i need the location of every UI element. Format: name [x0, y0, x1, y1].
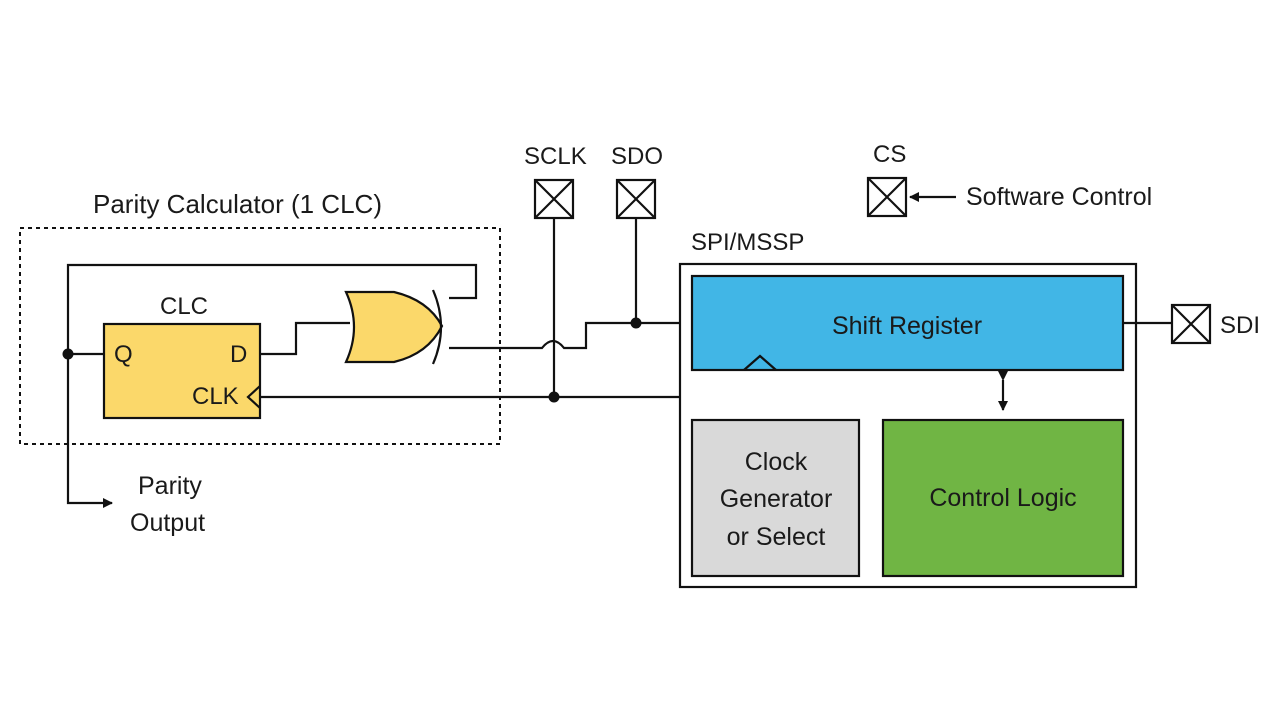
- parity-output-wire: [66, 498, 113, 508]
- clc-pin-clk: CLK: [192, 383, 239, 410]
- cs-pin-cross: [867, 177, 907, 217]
- sdo-label: SDO: [611, 143, 663, 170]
- cs-label: CS: [873, 141, 906, 168]
- xor-output-wire: [449, 321, 692, 350]
- shift-register-label: Shift Register: [832, 312, 982, 340]
- clc-pin-q: Q: [114, 341, 133, 368]
- q-junction-dot: [62, 348, 74, 360]
- parity-calculator-title: Parity Calculator (1 CLC): [93, 189, 382, 219]
- control-logic-label: Control Logic: [929, 484, 1076, 512]
- spi-title: SPI/MSSP: [691, 229, 804, 256]
- sdi-label: SDI: [1220, 312, 1260, 339]
- clock-generator-label-line2: Generator: [720, 485, 833, 513]
- control-logic-block: [881, 418, 1125, 578]
- sdo-pin-cross: [616, 179, 656, 219]
- sdi-pin-cross: [1171, 304, 1211, 344]
- clc-clock-edge-icon: [246, 385, 261, 409]
- sclk-pin-cross: [534, 179, 574, 219]
- clc-title: CLC: [160, 293, 208, 320]
- clock-generator-label-line3: or Select: [727, 523, 826, 551]
- d-input-wire: [260, 321, 350, 356]
- feedback-wire: [66, 263, 478, 500]
- shift-register-clock-edge-icon: [743, 354, 777, 371]
- sdo-junction-dot: [630, 317, 642, 329]
- parity-output-label-line1: Parity: [138, 472, 202, 500]
- clock-generator-block: [690, 418, 861, 578]
- sclk-label: SCLK: [524, 143, 587, 170]
- xor-gate: [344, 290, 444, 364]
- parity-calculator-group: [19, 227, 501, 445]
- parity-output-label-line2: Output: [130, 509, 205, 537]
- xor-gate-back-curve: [431, 289, 443, 365]
- clock-generator-label-line1: Clock: [745, 448, 808, 476]
- clc-pin-d: D: [230, 341, 247, 368]
- software-control-label: Software Control: [966, 183, 1152, 211]
- clc-block: [102, 322, 262, 420]
